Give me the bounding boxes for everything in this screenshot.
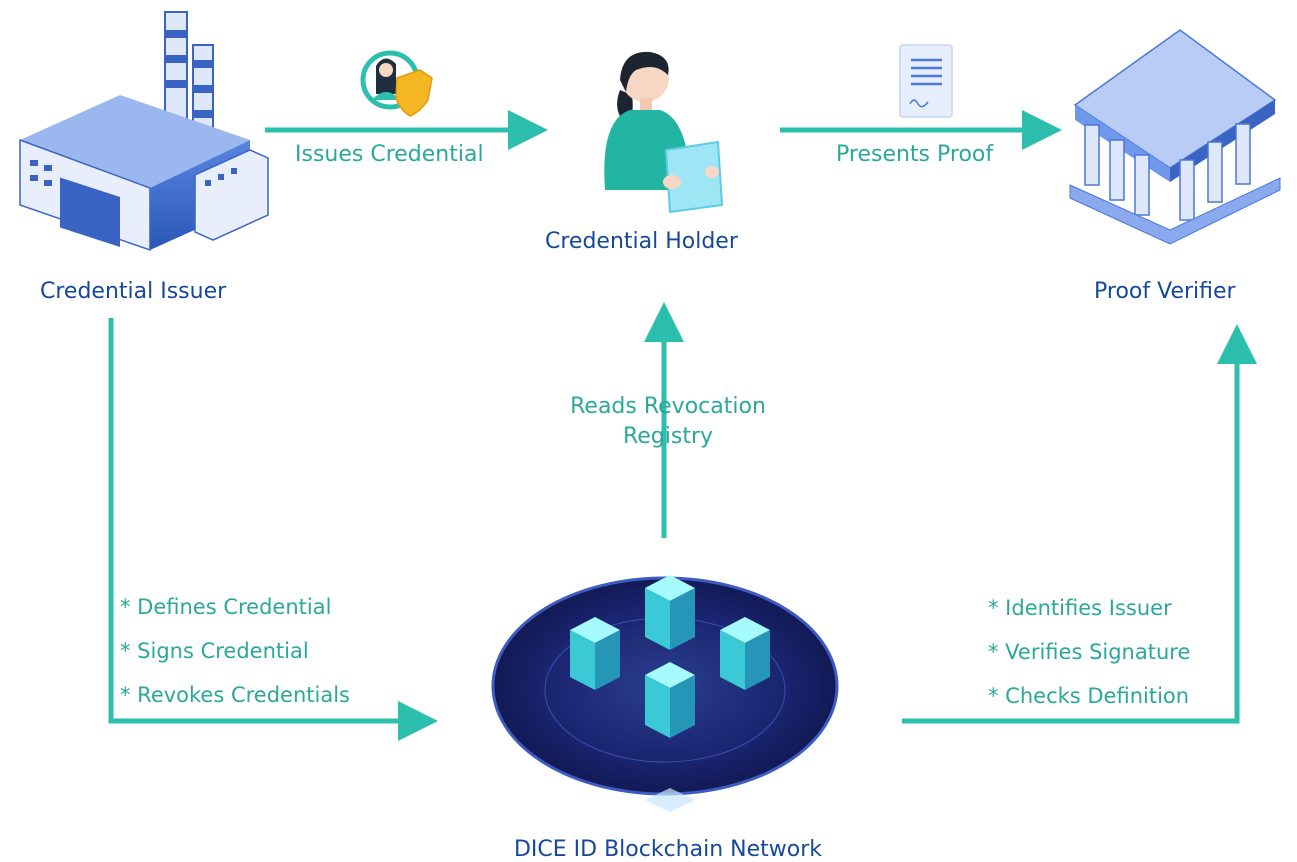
reads-revocation-line1: Reads Revocation: [570, 394, 766, 419]
verifier-action-item: * Verifies Signature: [988, 640, 1191, 664]
cube: [720, 617, 770, 690]
holder-label: Credential Holder: [545, 229, 738, 254]
issues-credential-label: Issues Credential: [295, 142, 484, 167]
cube: [570, 617, 620, 690]
presents-proof-label: Presents Proof: [836, 142, 994, 167]
verifier-label: Proof Verifier: [1094, 279, 1236, 304]
issuer-action-item: * Signs Credential: [120, 639, 309, 663]
person-with-document-icon: [604, 51, 724, 214]
verifier-actions-list: * Identifies Issuer * Verifies Signature…: [988, 586, 1190, 718]
bank-building-icon: [1069, 29, 1281, 245]
arrows: [108, 110, 1257, 741]
issuer-label: Credential Issuer: [40, 279, 227, 304]
issuer-action-item: * Revokes Credentials: [120, 683, 350, 707]
reads-revocation-label: Reads Revocation Registry: [570, 392, 766, 452]
cube: [645, 662, 695, 738]
verifier-action-item: * Checks Definition: [988, 684, 1190, 708]
factory-icon: [19, 11, 269, 252]
reads-revocation-line2: Registry: [622, 424, 714, 449]
arrow-network-to-verifier: [902, 324, 1257, 724]
identity-shield-icon: [360, 50, 433, 117]
arrow-issuer-to-network: [108, 318, 438, 741]
signed-document-icon: [899, 44, 953, 118]
blockchain-cubes-icon: [491, 575, 839, 812]
network-label: DICE ID Blockchain Network: [513, 837, 823, 862]
verifier-action-item: * Identifies Issuer: [988, 596, 1172, 620]
cube: [645, 575, 695, 650]
issuer-actions-list: * Defines Credential * Signs Credential …: [120, 585, 350, 717]
issuer-action-item: * Defines Credential: [120, 595, 332, 619]
